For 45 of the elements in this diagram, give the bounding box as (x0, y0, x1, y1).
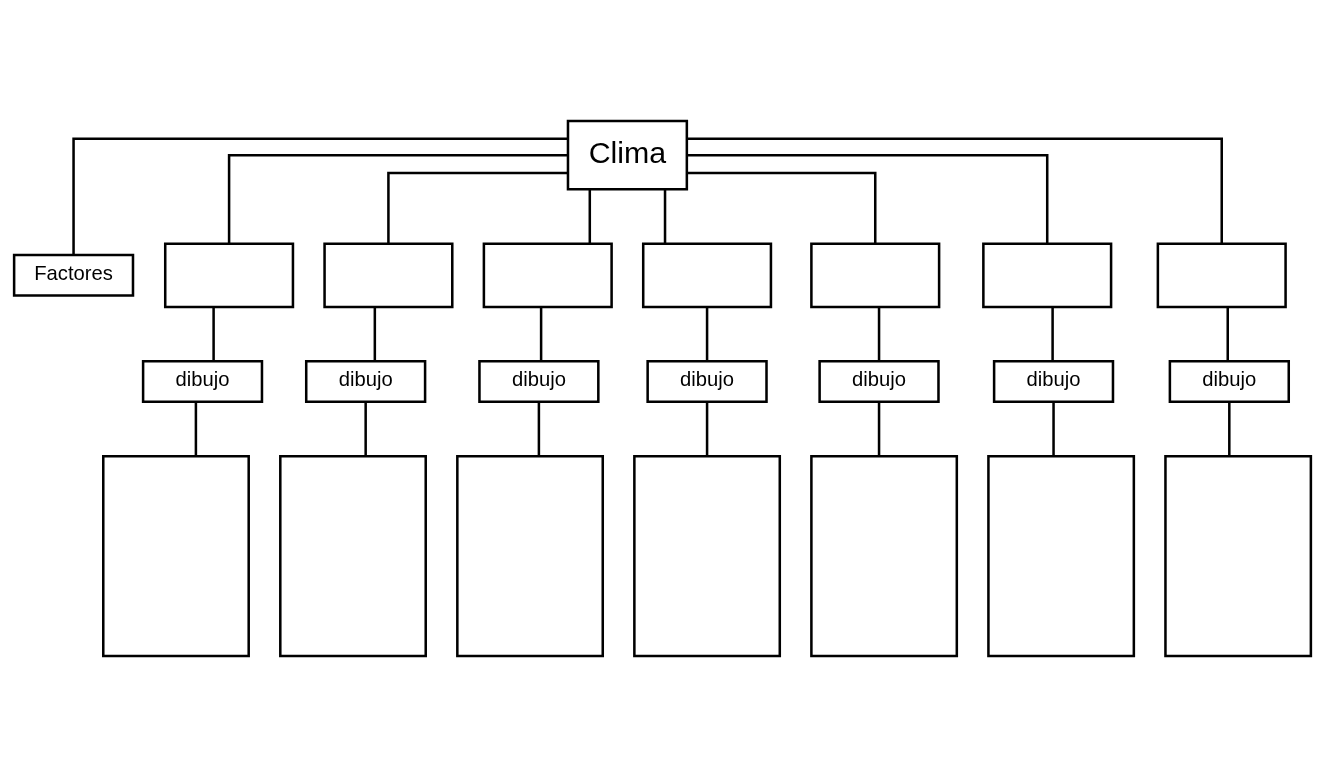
node-box (279, 454, 427, 657)
node-box (163, 241, 295, 308)
connector (72, 137, 568, 255)
node-box: Factores (12, 253, 135, 297)
node-box (1156, 241, 1287, 308)
connector (537, 401, 541, 456)
node-box: dibujo (992, 359, 1115, 403)
node-box: dibujo (141, 359, 264, 403)
node-box (641, 241, 773, 308)
node-box (987, 454, 1136, 657)
node-box (323, 241, 454, 308)
node-box: dibujo (818, 359, 940, 403)
connector (1228, 401, 1231, 456)
connector (663, 189, 667, 243)
node-box (810, 454, 959, 657)
connector (373, 306, 377, 361)
node-box: dibujo (478, 359, 600, 403)
node-box: Clima (566, 119, 689, 191)
connector (387, 171, 568, 243)
connector (877, 401, 881, 456)
connector (1226, 306, 1229, 361)
connector (877, 306, 881, 361)
node-box (1164, 454, 1313, 657)
connector (687, 171, 877, 243)
connector (705, 401, 709, 456)
node-box (102, 454, 250, 657)
connector (705, 306, 709, 361)
node-box (482, 241, 613, 308)
connector (1052, 401, 1055, 456)
node-box: dibujo (304, 359, 427, 403)
node-box (633, 454, 782, 657)
connector (687, 137, 1223, 244)
node-box (810, 241, 941, 308)
connector (212, 306, 215, 361)
node-box (982, 241, 1113, 308)
node-box (456, 454, 604, 657)
connector (227, 153, 568, 243)
connector (588, 189, 592, 243)
connector (364, 401, 367, 456)
connector (1051, 306, 1054, 361)
node-box: dibujo (646, 359, 768, 403)
connector (539, 306, 543, 361)
node-box: dibujo (1168, 359, 1290, 403)
connector (687, 153, 1049, 243)
connector (194, 401, 198, 456)
